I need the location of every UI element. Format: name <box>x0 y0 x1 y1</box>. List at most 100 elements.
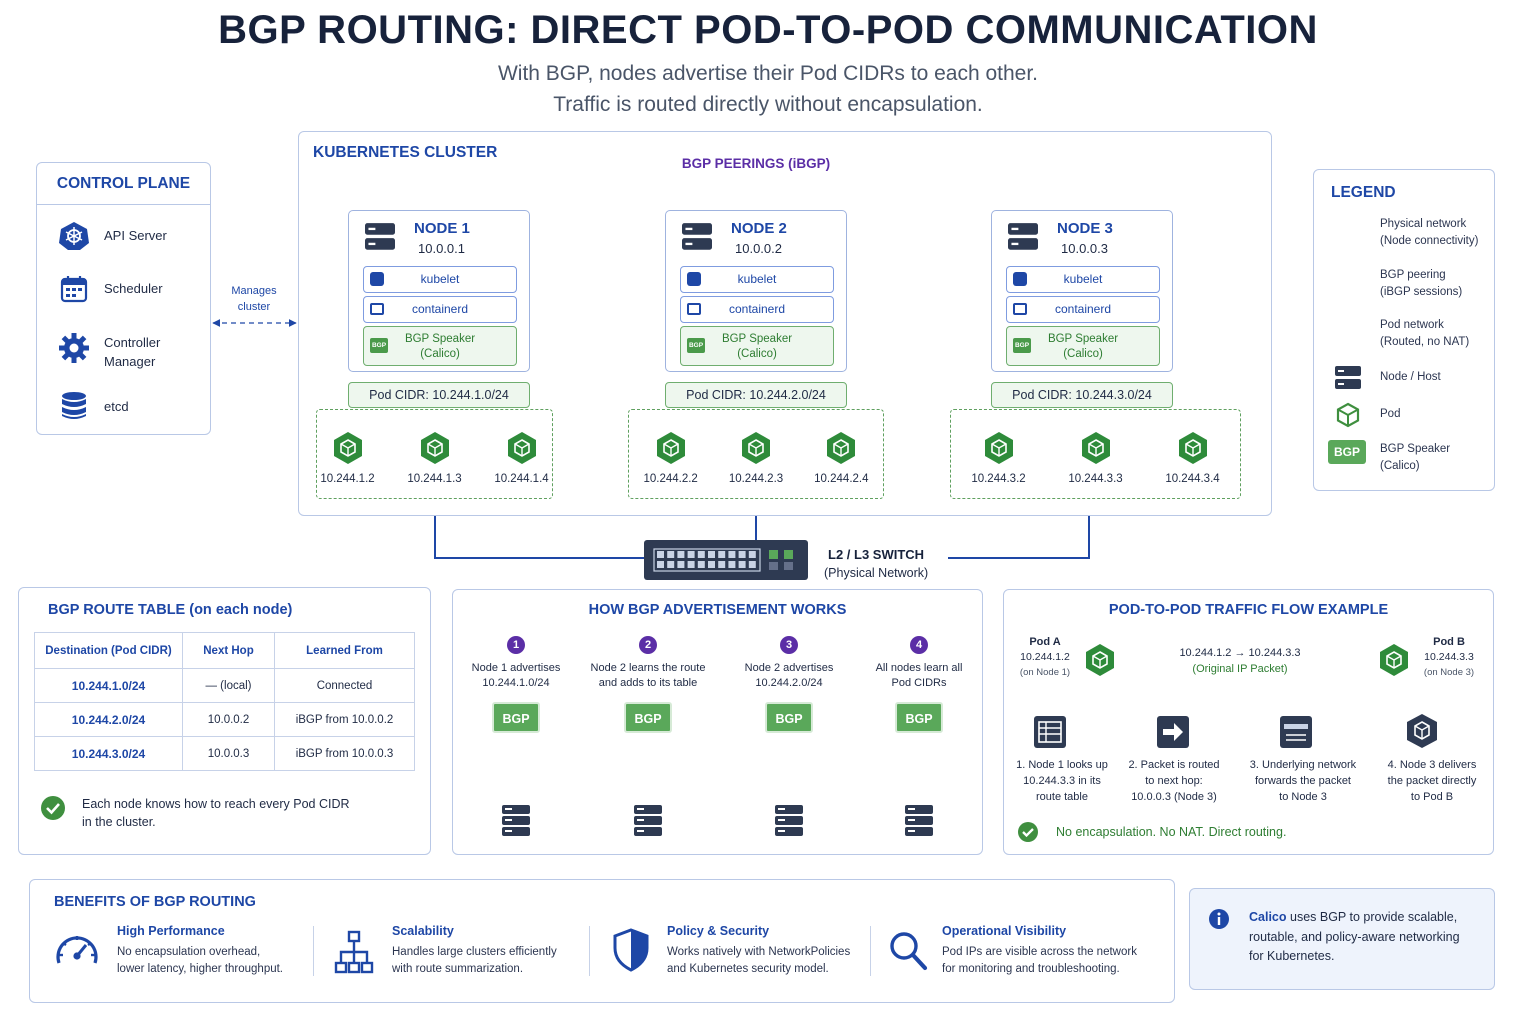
advertisement-panel <box>452 589 983 855</box>
node-host-icon <box>905 805 933 842</box>
etcd-label: etcd <box>104 399 129 414</box>
pod-ip: 10.244.1.4 <box>494 473 549 485</box>
kubernetes-wheel-icon <box>58 221 90 256</box>
node-name: NODE 1 <box>414 220 470 237</box>
scheduler-label: Scheduler <box>104 281 163 296</box>
manages-label-1: Manages <box>231 285 277 297</box>
container-icon <box>1013 303 1027 315</box>
switch-title: L2 / L3 SWITCH <box>828 547 925 562</box>
pod-cidr-label: Pod CIDR: 10.244.3.0/24 <box>991 382 1173 408</box>
pod-b-icon <box>1379 643 1409 682</box>
legend-panel <box>1313 169 1495 491</box>
pod-ip: 10.244.2.4 <box>814 473 869 485</box>
node-ip: 10.0.0.3 <box>1061 241 1108 256</box>
pod-network-zone <box>316 409 553 499</box>
bgp-speaker-chip: BGP <box>492 702 540 733</box>
route-arrow-icon <box>1155 714 1191 755</box>
legend-title: LEGEND <box>1331 184 1396 201</box>
legend-bgp-chip: BGP <box>1328 440 1366 464</box>
legend-pod: Pod <box>1380 408 1401 420</box>
gear-icon <box>58 332 90 369</box>
bgp-speaker-chip: BGP <box>895 702 943 733</box>
benefit-description: No encapsulation overhead,lower latency,… <box>117 946 283 975</box>
pod-ip: 10.244.3.4 <box>1165 473 1220 485</box>
pod-ip: 10.244.1.3 <box>407 473 462 485</box>
step-number: 3 <box>780 636 798 654</box>
containerd-service: containerd <box>680 296 834 323</box>
node-host-icon <box>1008 222 1038 257</box>
database-icon <box>60 391 88 426</box>
legend-physical: Physical network(Node connectivity) <box>1380 218 1479 247</box>
packet-label: 10.244.1.2 → 10.244.3.3 <box>1179 647 1301 659</box>
pod-icon <box>1178 431 1208 470</box>
kubelet-icon <box>687 272 701 286</box>
step-number: 1 <box>507 636 525 654</box>
pod-ip: 10.244.3.2 <box>971 473 1026 485</box>
api-server-label: API Server <box>104 228 167 243</box>
pod-ip: 10.244.3.3 <box>1068 473 1123 485</box>
pod-ip: 10.244.1.2 <box>320 473 375 485</box>
network-switch-icon <box>1278 714 1314 755</box>
phys-link-node3 <box>948 506 1090 559</box>
node-host-icon <box>775 805 803 842</box>
packet-sublabel: (Original IP Packet) <box>1192 663 1288 675</box>
route-table-note: Each node knows how to reach every Pod C… <box>82 797 350 829</box>
control-plane-title: CONTROL PLANE <box>56 174 191 192</box>
pod-icon <box>826 431 856 470</box>
benefits-panel <box>29 879 1175 1003</box>
kubelet-icon <box>1013 272 1027 286</box>
peering-label: BGP PEERINGS (iBGP) <box>681 156 831 171</box>
kubelet-service: kubelet <box>1006 266 1160 293</box>
kubelet-icon <box>370 272 384 286</box>
info-icon <box>1208 908 1230 935</box>
speedometer-icon <box>54 930 100 973</box>
hierarchy-icon <box>334 930 374 979</box>
kubelet-service: kubelet <box>680 266 834 293</box>
pod-network-zone <box>628 409 884 499</box>
node-ip: 10.0.0.2 <box>735 241 782 256</box>
calendar-icon <box>60 275 88 308</box>
switch-subtitle: (Physical Network) <box>824 566 929 580</box>
page-title: BGP ROUTING: DIRECT POD-TO-POD COMMUNICA… <box>218 8 1318 52</box>
route-table-title: BGP ROUTE TABLE (on each node) <box>48 602 293 618</box>
pod-ip: 10.244.2.3 <box>728 473 784 485</box>
node-name: NODE 2 <box>731 220 787 237</box>
node-ip: 10.0.0.1 <box>418 241 465 256</box>
pod-ip: 10.244.2.2 <box>643 473 698 485</box>
bgp-speaker-chip: BGP <box>624 702 672 733</box>
bgp-tag-icon: BGP <box>687 338 705 353</box>
container-icon <box>687 303 701 315</box>
pod-icon <box>1335 402 1361 433</box>
pod-icon <box>741 431 771 470</box>
info-text: Calico uses BGP to provide scalable, rou… <box>1249 910 1460 963</box>
legend-pod-network: Pod network(Routed, no NAT) <box>1380 319 1470 348</box>
table-row: 10.244.1.0/24— (local)Connected <box>34 668 415 703</box>
switch-device <box>644 540 808 580</box>
pod-cidr-label: Pod CIDR: 10.244.1.0/24 <box>348 382 530 408</box>
pod-icon <box>507 431 537 470</box>
info-panel <box>1189 888 1495 990</box>
shield-icon <box>612 928 650 977</box>
container-icon <box>370 303 384 315</box>
kubelet-service: kubelet <box>363 266 517 293</box>
traffic-note: No encapsulation. No NAT. Direct routing… <box>1056 825 1287 839</box>
bgp-tag-icon: BGP <box>370 338 388 353</box>
pod-icon <box>333 431 363 470</box>
pod-icon <box>420 431 450 470</box>
subtitle-line-1: With BGP, nodes advertise their Pod CIDR… <box>497 62 1039 85</box>
